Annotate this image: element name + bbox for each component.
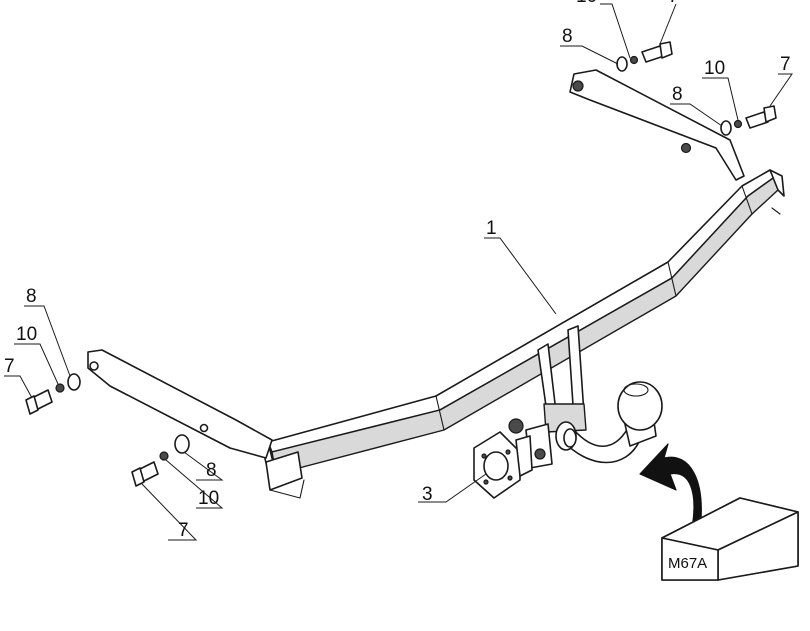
electrical-plate [473,431,533,499]
left-bracket-arm [87,349,273,459]
crossbar [261,169,785,499]
callout-spring-washer-right: 10 [704,58,725,79]
package-box: M67A [661,497,799,581]
neck-bracket [508,325,587,469]
callout-spring-washer-top: 10 [576,0,597,7]
fastener-set-right [720,105,777,136]
callout-bolt-right: 7 [780,54,791,75]
fastener-set-left-lower [131,434,190,487]
curved-arrow [639,443,702,531]
fastener-set-top [616,41,673,72]
callout-crossbar: 1 [486,218,497,239]
callout-spring-washer-lower: 10 [198,488,219,509]
callout-spring-washer-left: 10 [16,324,37,345]
box-label: M67A [668,555,707,572]
callout-bolt-top: 7 [668,0,679,7]
callout-bolt-lower: 7 [178,520,189,541]
callout-electrical-plate: 3 [422,484,433,505]
callout-bolt-left: 7 [4,356,15,377]
leader-lines [4,3,793,541]
callout-labels: 1 3 8 10 7 10 7 8 8 10 7 8 10 7 [4,0,791,541]
callout-washer-top: 8 [562,26,573,47]
callout-washer-left: 8 [26,286,37,307]
callout-washer-right: 8 [672,84,683,105]
callout-washer-lower: 8 [206,460,217,481]
right-bracket-arm [569,69,745,181]
tow-ball [617,381,663,431]
fastener-set-left-upper [25,373,81,415]
